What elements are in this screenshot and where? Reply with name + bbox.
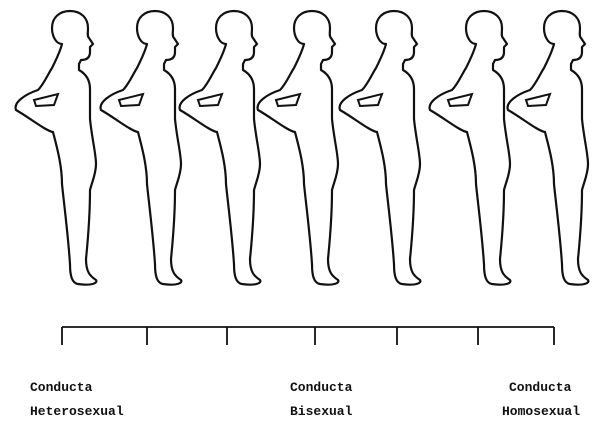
figure-2-shading xyxy=(172,179,272,286)
label-homosexual-line1: Conducta xyxy=(509,376,587,400)
label-bisexual: Conducta Bisexual xyxy=(290,376,352,424)
figure-0 xyxy=(16,11,97,285)
label-bisexual-line1: Conducta xyxy=(290,376,352,400)
figure-3 xyxy=(250,11,350,286)
label-homosexual-line2: Homosexual xyxy=(502,400,580,424)
figure-5 xyxy=(422,11,522,286)
figure-6 xyxy=(500,0,600,286)
label-bisexual-line2: Bisexual xyxy=(290,400,352,424)
label-heterosexual-line2: Heterosexual xyxy=(30,400,124,424)
figure-2 xyxy=(172,11,272,286)
figures-row xyxy=(16,0,600,286)
label-homosexual: Conducta Homosexual xyxy=(509,376,587,424)
scale-bar xyxy=(62,327,554,345)
figure-1 xyxy=(93,11,193,286)
figure-4 xyxy=(332,11,432,286)
label-heterosexual: Conducta Heterosexual xyxy=(30,376,124,424)
label-heterosexual-line1: Conducta xyxy=(30,376,124,400)
